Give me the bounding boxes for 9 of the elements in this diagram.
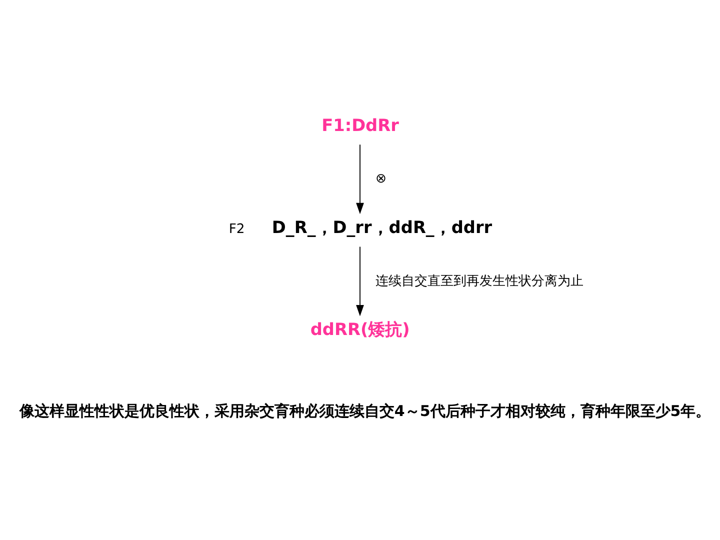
node-text: ddRR(矮抗) — [310, 318, 410, 339]
arrow — [356, 144, 364, 214]
node-text: D_R_，D_rr，ddR_，ddrr — [272, 216, 492, 236]
edge-label: ⊗ — [375, 171, 386, 186]
node-text: F1:DdRr — [322, 114, 399, 134]
label: 像这样显性性状是优良性状，采用杂交育种必须连续自交4～5代后种子才相对较纯，育种年限至少5年。 — [19, 402, 711, 420]
arrow — [356, 246, 364, 316]
edge-label: 连续自交直至到再发生性状分离为止 — [375, 273, 584, 288]
node-label: F2 — [228, 222, 245, 237]
